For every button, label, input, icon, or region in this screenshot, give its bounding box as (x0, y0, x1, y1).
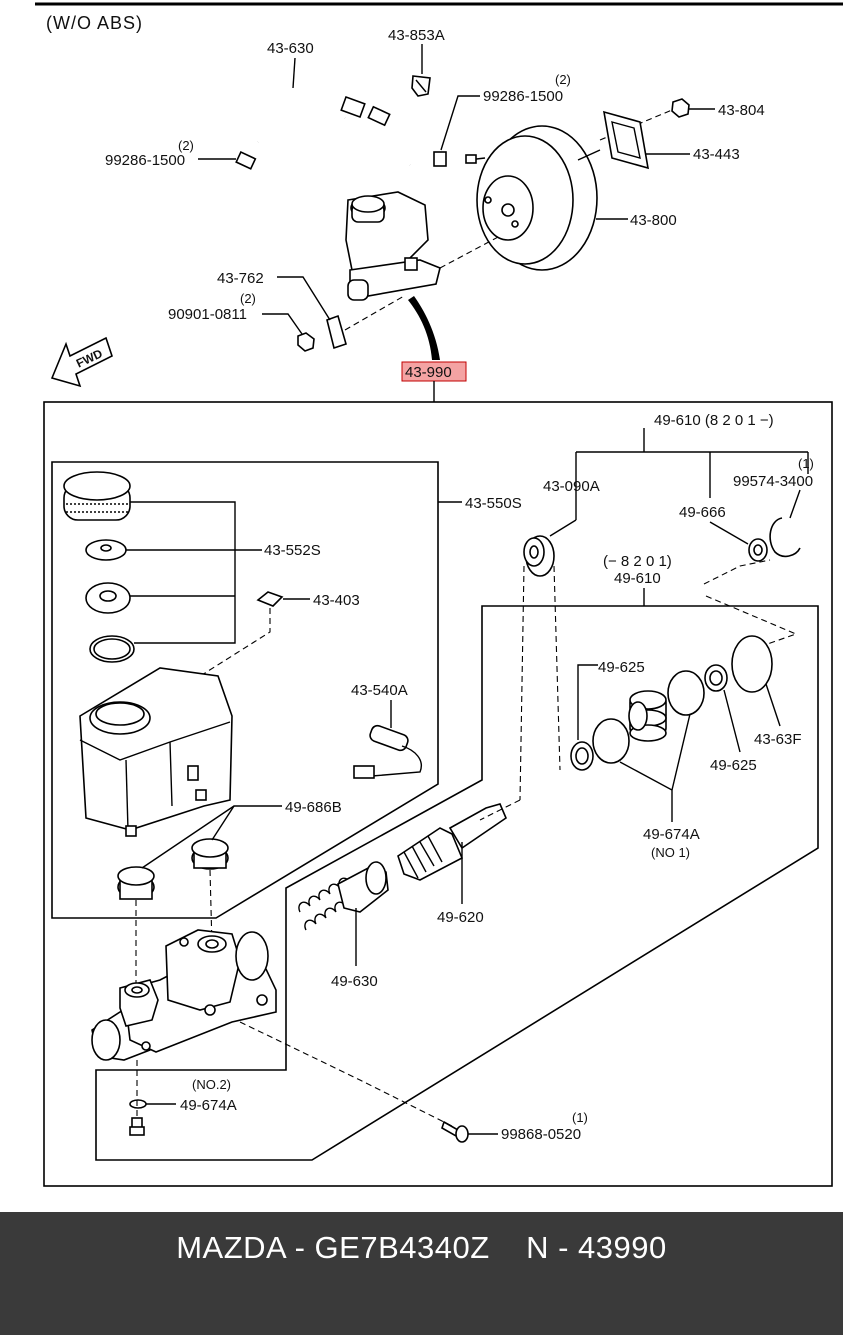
label-43-403: 43-403 (313, 592, 360, 609)
master-cylinder-body (91, 929, 277, 1061)
header-note: (W/O ABS) (46, 13, 143, 33)
label-43-552s: 43-552S (264, 542, 321, 559)
nut-90901 (297, 332, 315, 352)
label-49-674a-no1: 49-674A (643, 826, 700, 843)
leader-43-630 (292, 57, 296, 89)
label-99286-left-qty: (2) (178, 138, 194, 153)
label-43-630-top: 43-630 (267, 40, 314, 57)
label-43-990: 43-990 (405, 364, 452, 381)
label-99868: 99868-0520 (501, 1126, 581, 1143)
grommet-left (117, 866, 155, 900)
label-49-666: 49-666 (679, 504, 726, 521)
label-43-090a: 43-090A (543, 478, 600, 495)
reservoir-cap (63, 471, 131, 521)
booster-nut (671, 98, 690, 118)
dash-mc-booster (439, 235, 501, 269)
bracket-43-552s (130, 501, 236, 644)
dash-43-403 (177, 608, 271, 691)
label-99286-left: 99286-1500 (105, 152, 185, 169)
label-99286-right: 99286-1500 (483, 88, 563, 105)
callout-arrow (408, 296, 440, 360)
leader-49-625-a (577, 664, 598, 740)
bleeder-screw (129, 1117, 145, 1136)
screw-99868 (441, 1120, 469, 1143)
label-49-620: 49-620 (437, 909, 484, 926)
grommet-right (191, 838, 229, 870)
label-no2: (NO.2) (192, 1077, 231, 1092)
label-99574-qty: (1) (798, 456, 814, 471)
label-99574: 99574-3400 (733, 473, 813, 490)
label-90901: 90901-0811 (168, 306, 247, 323)
o-ring-49-674a-no2 (129, 1099, 147, 1109)
reservoir-tank (79, 667, 233, 837)
label-49-610-range: (− 8 2 0 1) (603, 553, 672, 570)
secondary-piston (628, 690, 667, 742)
fluid-level-sensor (353, 724, 422, 779)
label-49-610-mid: 49-610 (614, 570, 661, 587)
booster-gasket (602, 110, 650, 170)
label-43-853a: 43-853A (388, 27, 445, 44)
fwd-arrow-icon: FWD (50, 336, 113, 388)
label-43-762: 43-762 (217, 270, 264, 287)
bracket-43-762 (326, 314, 347, 350)
dash-bracket (344, 295, 405, 331)
brake-booster (465, 125, 601, 271)
label-49-625-a: 49-625 (598, 659, 645, 676)
snap-ring (769, 517, 801, 558)
o-ring-49-674a-left (592, 718, 630, 764)
reservoir-subbox (51, 461, 439, 919)
float-43-403 (256, 591, 284, 607)
label-43-550s: 43-550S (465, 495, 522, 512)
o-ring-43-63f (731, 635, 773, 693)
footer-title: MAZDA - GE7B4340Z N - 43990 (176, 1230, 667, 1265)
label-99286-right-qty: (2) (555, 72, 571, 87)
label-49-625-b: 49-625 (710, 757, 757, 774)
label-43-800: 43-800 (630, 212, 677, 229)
label-43-443: 43-443 (693, 146, 740, 163)
check-valve-clip (411, 75, 431, 97)
master-cylinder-small (345, 191, 441, 301)
label-99868-qty: (1) (572, 1110, 588, 1125)
footer-bar: MAZDA - GE7B4340Z N - 43990 (0, 1212, 843, 1335)
label-no1: (NO 1) (651, 845, 690, 860)
piston-seal-43-090a (523, 535, 555, 577)
label-49-630: 49-630 (331, 973, 378, 990)
hose-clamp-left (235, 151, 257, 170)
label-49-674a-no2: 49-674A (180, 1097, 237, 1114)
label-43-804: 43-804 (718, 102, 765, 119)
label-49-686b: 49-686B (285, 799, 342, 816)
leader-99286-right (440, 95, 480, 151)
o-ring-49-674a-right (667, 670, 705, 716)
primary-piston (397, 803, 507, 881)
leader-90901 (262, 313, 303, 335)
spring-piston-49-630 (298, 861, 389, 931)
hose-clamp-right (433, 151, 447, 167)
label-49-610-top: 49-610 (8 2 0 1 −) (654, 412, 774, 429)
assembly-outer-box (43, 401, 833, 1187)
vacuum-hose (255, 88, 413, 167)
label-90901-qty: (2) (240, 291, 256, 306)
parts-diagram: (W/O ABS) 43-630 43-853A (2) 99286-1500 … (35, 2, 843, 1187)
leader-43-762 (277, 276, 331, 321)
piston-subbox (95, 605, 819, 1161)
label-43-540a: 43-540A (351, 682, 408, 699)
label-43-63f: 43-63F (754, 731, 802, 748)
